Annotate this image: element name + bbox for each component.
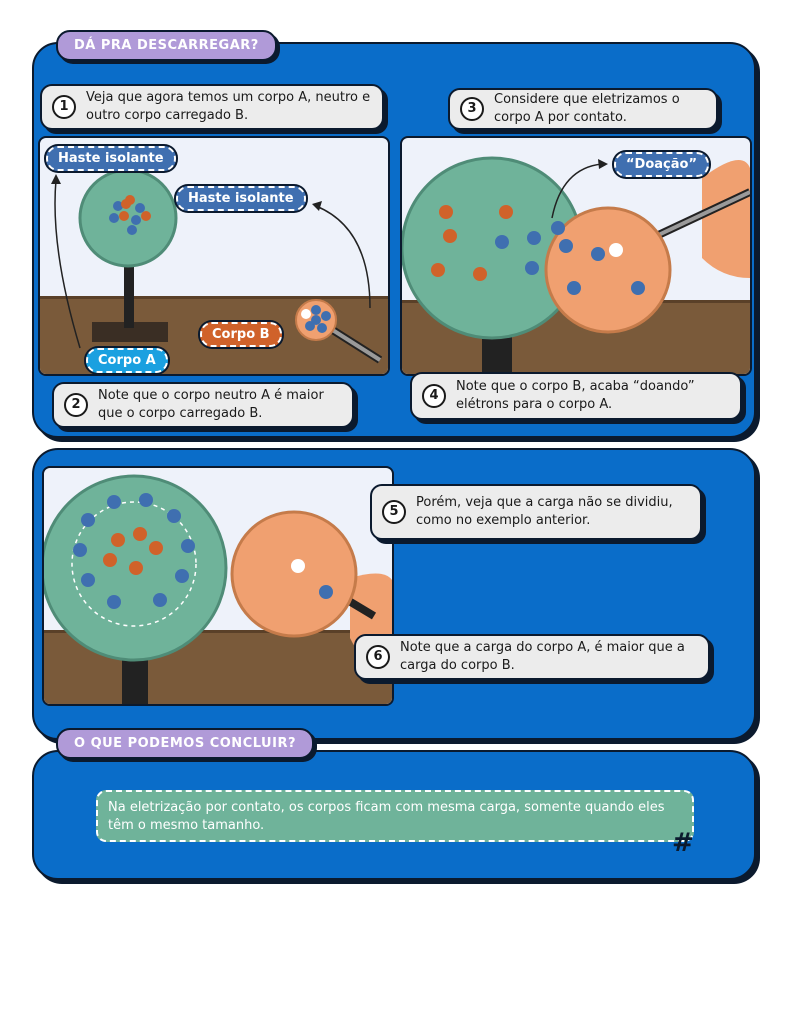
hashtag-icon: # bbox=[672, 828, 694, 858]
scene-after-contact bbox=[42, 466, 394, 706]
bubble-4-text: Note que o corpo B, acaba “doando” elétr… bbox=[456, 379, 695, 412]
protons-center bbox=[103, 527, 163, 575]
label-corpo-b: Corpo B bbox=[200, 322, 282, 347]
label-haste-isolante-right: Haste isolante bbox=[176, 186, 306, 211]
bubble-2-text: Note que o corpo neutro A é maior que o … bbox=[98, 388, 324, 421]
conclusion-text: Na eletrização por contato, os corpos fi… bbox=[96, 790, 694, 842]
neutral-charges bbox=[109, 195, 151, 235]
bubble-4: 4 Note que o corpo B, acaba “doando” elé… bbox=[410, 372, 742, 420]
step-number-4: 4 bbox=[422, 384, 446, 408]
bubble-6: 6 Note que a carga do corpo A, é maior q… bbox=[354, 634, 710, 680]
bubble-6-text: Note que a carga do corpo A, é maior que… bbox=[400, 640, 685, 673]
section-tag-discharge: DÁ PRA DESCARREGAR? bbox=[56, 30, 277, 61]
electrons-ring bbox=[73, 493, 195, 609]
step-number-2: 2 bbox=[64, 393, 88, 417]
bubble-5: 5 Porém, veja que a carga não se dividiu… bbox=[370, 484, 702, 540]
step-number-6: 6 bbox=[366, 645, 390, 669]
bubble-3-text: Considere que eletrizamos o corpo A por … bbox=[494, 92, 680, 125]
bubble-5-text: Porém, veja que a carga não se dividiu, … bbox=[416, 495, 673, 528]
step-number-1: 1 bbox=[52, 95, 76, 119]
label-haste-isolante-left: Haste isolante bbox=[46, 146, 176, 171]
bubble-1-text: Veja que agora temos um corpo A, neutro … bbox=[86, 90, 371, 123]
negative-charges-b bbox=[301, 305, 331, 333]
bubble-3: 3 Considere que eletrizamos o corpo A po… bbox=[448, 88, 718, 130]
label-doacao: “Doação” bbox=[614, 152, 709, 177]
section-tag-conclusion: O QUE PODEMOS CONCLUIR? bbox=[56, 728, 314, 759]
positive-charges-a bbox=[431, 205, 513, 281]
step-number-5: 5 bbox=[382, 500, 406, 524]
bubble-1: 1 Veja que agora temos um corpo A, neutr… bbox=[40, 84, 384, 130]
bubble-2: 2 Note que o corpo neutro A é maior que … bbox=[52, 382, 354, 428]
label-corpo-a: Corpo A bbox=[86, 348, 168, 373]
electrons-transfer bbox=[525, 221, 645, 295]
step-number-3: 3 bbox=[460, 97, 484, 121]
